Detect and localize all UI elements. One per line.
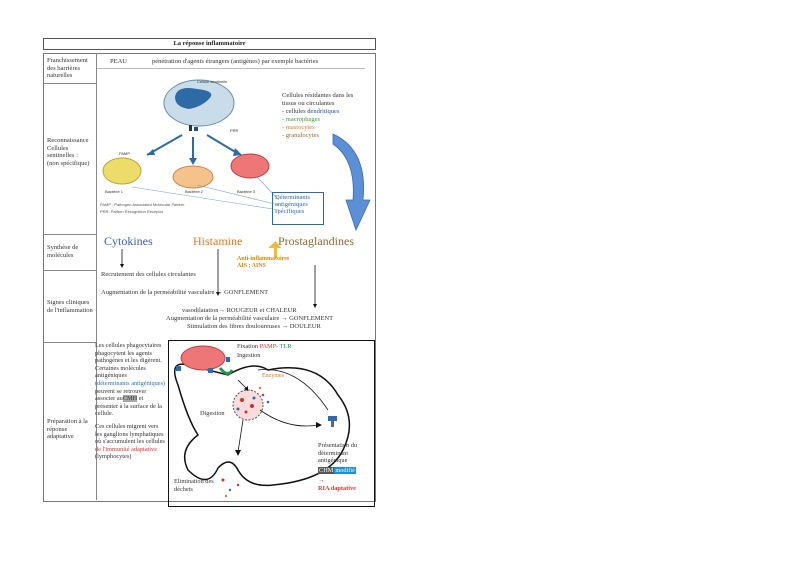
legend-pamp: PAMP : Pathogen Associated Molecular Pat… <box>100 202 184 207</box>
presentation-label: Présentation du déterminant antigénique <box>318 442 357 464</box>
row-divider <box>43 83 96 84</box>
bacterium-1-label: Bactérie 1 <box>105 189 124 194</box>
phagosome <box>232 389 264 421</box>
row-label-preparation: Préparation à la réponse adaptative <box>47 418 88 440</box>
cellules-granulocytes: - granulocytes <box>282 132 320 139</box>
nucleus-shape <box>175 88 212 109</box>
row-label-reconnaissance: Reconnaissance Cellules sentinelles : (n… <box>47 137 90 167</box>
curved-arrow <box>332 133 371 232</box>
bacterium-1 <box>102 157 142 185</box>
permeabilite2-text: Augmentation de la perméabilité vasculai… <box>166 315 334 322</box>
bacterium-3-label: Bactérie 3 <box>237 189 256 194</box>
cell-label: Cellule sentinelle <box>197 79 228 84</box>
vasodilatation-text: vasodilatation→ ROUGEUR et CHALEUR <box>182 307 297 314</box>
enzymes-label: Enzymes <box>262 373 284 379</box>
permeabilite-text: Augmentation de la perméabilité vasculai… <box>101 289 269 296</box>
determinants-box: Déterminants antigéniques spécifiques <box>272 192 324 225</box>
cell-membrane <box>173 363 351 487</box>
preparation-text: Les cellules phagocytaires phagocytent l… <box>95 342 166 461</box>
cellules-mastocytes: - mastocytes <box>282 124 315 131</box>
arrow-to-bact3 <box>206 134 238 154</box>
recrutement-text: Recrutement des cellules circulantes <box>101 271 196 278</box>
row-label-signes: Signes cliniques de l'inflammation <box>47 299 93 314</box>
bacterium-3 <box>230 153 270 179</box>
ingestion-label: Ingestion <box>237 352 261 359</box>
row-divider <box>43 270 96 271</box>
fixation-label: Fixation PAMP- TLR <box>237 343 292 350</box>
page-title: La réponse inflammatoire <box>43 38 376 50</box>
row-divider <box>43 342 96 343</box>
sentinel-cell-diagram: Cellule sentinelle PRR PAMP Bactérie 1 B… <box>100 79 280 214</box>
molecule-arrows <box>120 249 317 308</box>
peau-label: PEAU <box>110 58 127 65</box>
anti-inflam-arrow <box>268 241 281 258</box>
elimination-label: Elimination des déchets <box>174 478 214 493</box>
bacterium <box>180 345 226 371</box>
phagocytosis-diagram <box>173 345 351 498</box>
phagocytosis-box <box>168 340 375 507</box>
content-table <box>43 53 376 502</box>
histamine-label: Histamine <box>193 234 243 248</box>
row-divider <box>43 234 96 235</box>
ria-arrow: → <box>318 476 325 484</box>
penetration-text: pénétration d'agents étrangers (antigène… <box>152 58 319 65</box>
cellules-dendritiques: - cellules dendritiques <box>282 108 340 115</box>
column-divider <box>96 53 97 500</box>
row-label-synthese: Synthèse de molécules <box>47 244 79 259</box>
prostaglandines-label: Prostaglandines <box>278 234 354 248</box>
cellules-intro: Cellules résidantes dans les tissus ou c… <box>282 92 354 107</box>
stimulation-text: Stimulation des fibres douloureuses → DO… <box>187 323 321 330</box>
prr-label: PRR <box>230 128 239 133</box>
legend-prr: PRR: Pattern Recognition Receptor <box>100 209 164 214</box>
cellules-residentes: Cellules résidantes dans les tissus ou c… <box>282 92 362 140</box>
cytokines-label: Cytokines <box>104 234 153 248</box>
digestion-label: Digestion <box>200 410 225 417</box>
bacterium-2 <box>172 165 214 189</box>
pamp-label: PAMP <box>119 151 130 156</box>
cellules-macrophages: - macrophages <box>282 116 321 123</box>
anti-inflam-label: Anti-inflammatoires AIS ; AINS <box>237 256 290 269</box>
row-label-barrieres: Franchissement des barrières naturelles <box>47 57 88 79</box>
ria-label: RIA daptative <box>318 485 356 492</box>
bacterium-2-label: Bactérie 2 <box>185 189 204 194</box>
row1-divider <box>97 68 365 69</box>
